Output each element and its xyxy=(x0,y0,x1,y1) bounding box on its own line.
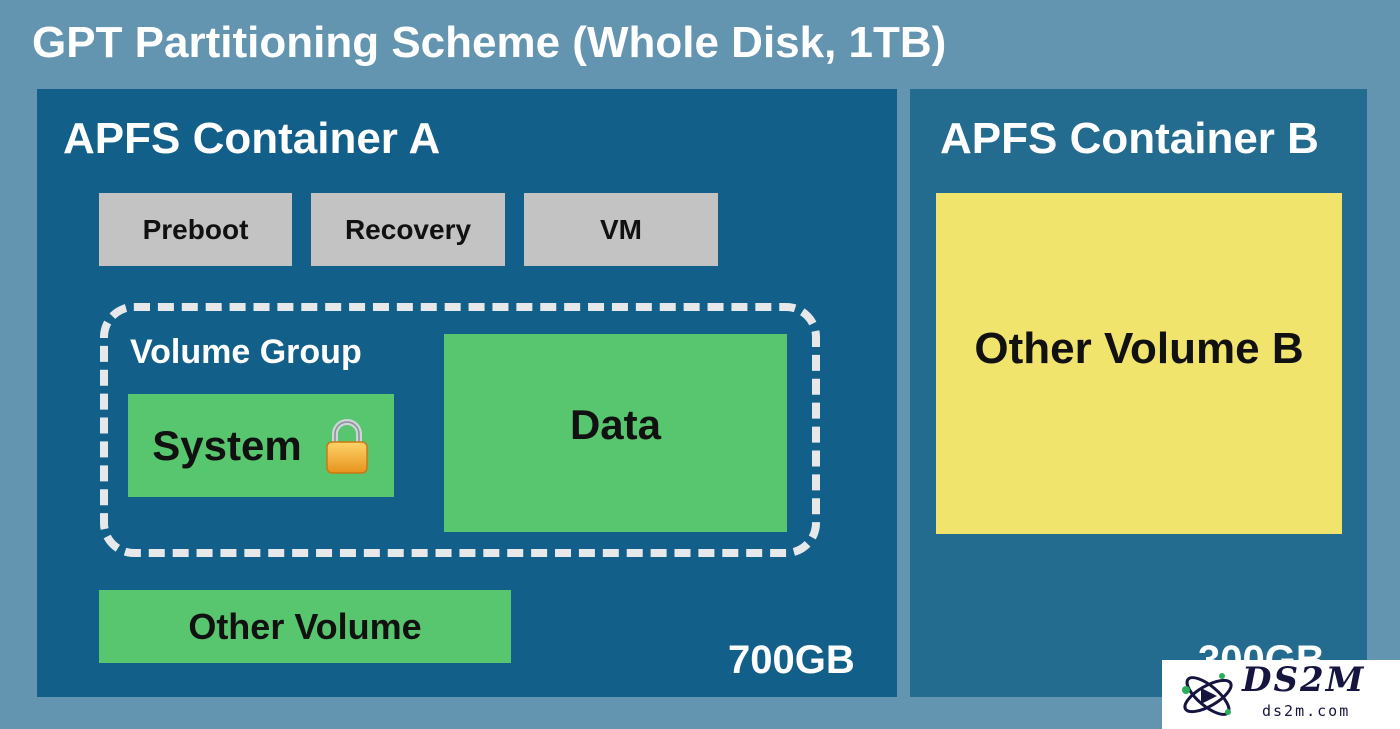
container-b-title: APFS Container B xyxy=(940,114,1319,163)
watermark-brand: DS2M xyxy=(1242,660,1366,700)
watermark-logo xyxy=(1162,660,1400,729)
diagram-title: GPT Partitioning Scheme (Whole Disk, 1TB… xyxy=(32,18,947,67)
atom-icon xyxy=(1182,673,1233,716)
data-volume: Data xyxy=(444,334,787,532)
volume-group-label: Volume Group xyxy=(130,333,362,371)
other-volume: Other Volume xyxy=(99,590,511,663)
volume-group-boundary xyxy=(100,303,820,557)
system-volume-label: System xyxy=(152,421,302,469)
lock-icon xyxy=(324,417,370,475)
system-volume: System xyxy=(128,394,394,497)
recovery-volume: Recovery xyxy=(311,193,505,266)
other-volume-b: Other Volume B xyxy=(936,193,1342,534)
preboot-volume: Preboot xyxy=(99,193,292,266)
watermark-site: ds2m.com xyxy=(1262,702,1351,720)
container-a-size: 700GB xyxy=(728,638,855,682)
vm-volume: VM xyxy=(524,193,718,266)
container-a-title: APFS Container A xyxy=(63,114,441,163)
